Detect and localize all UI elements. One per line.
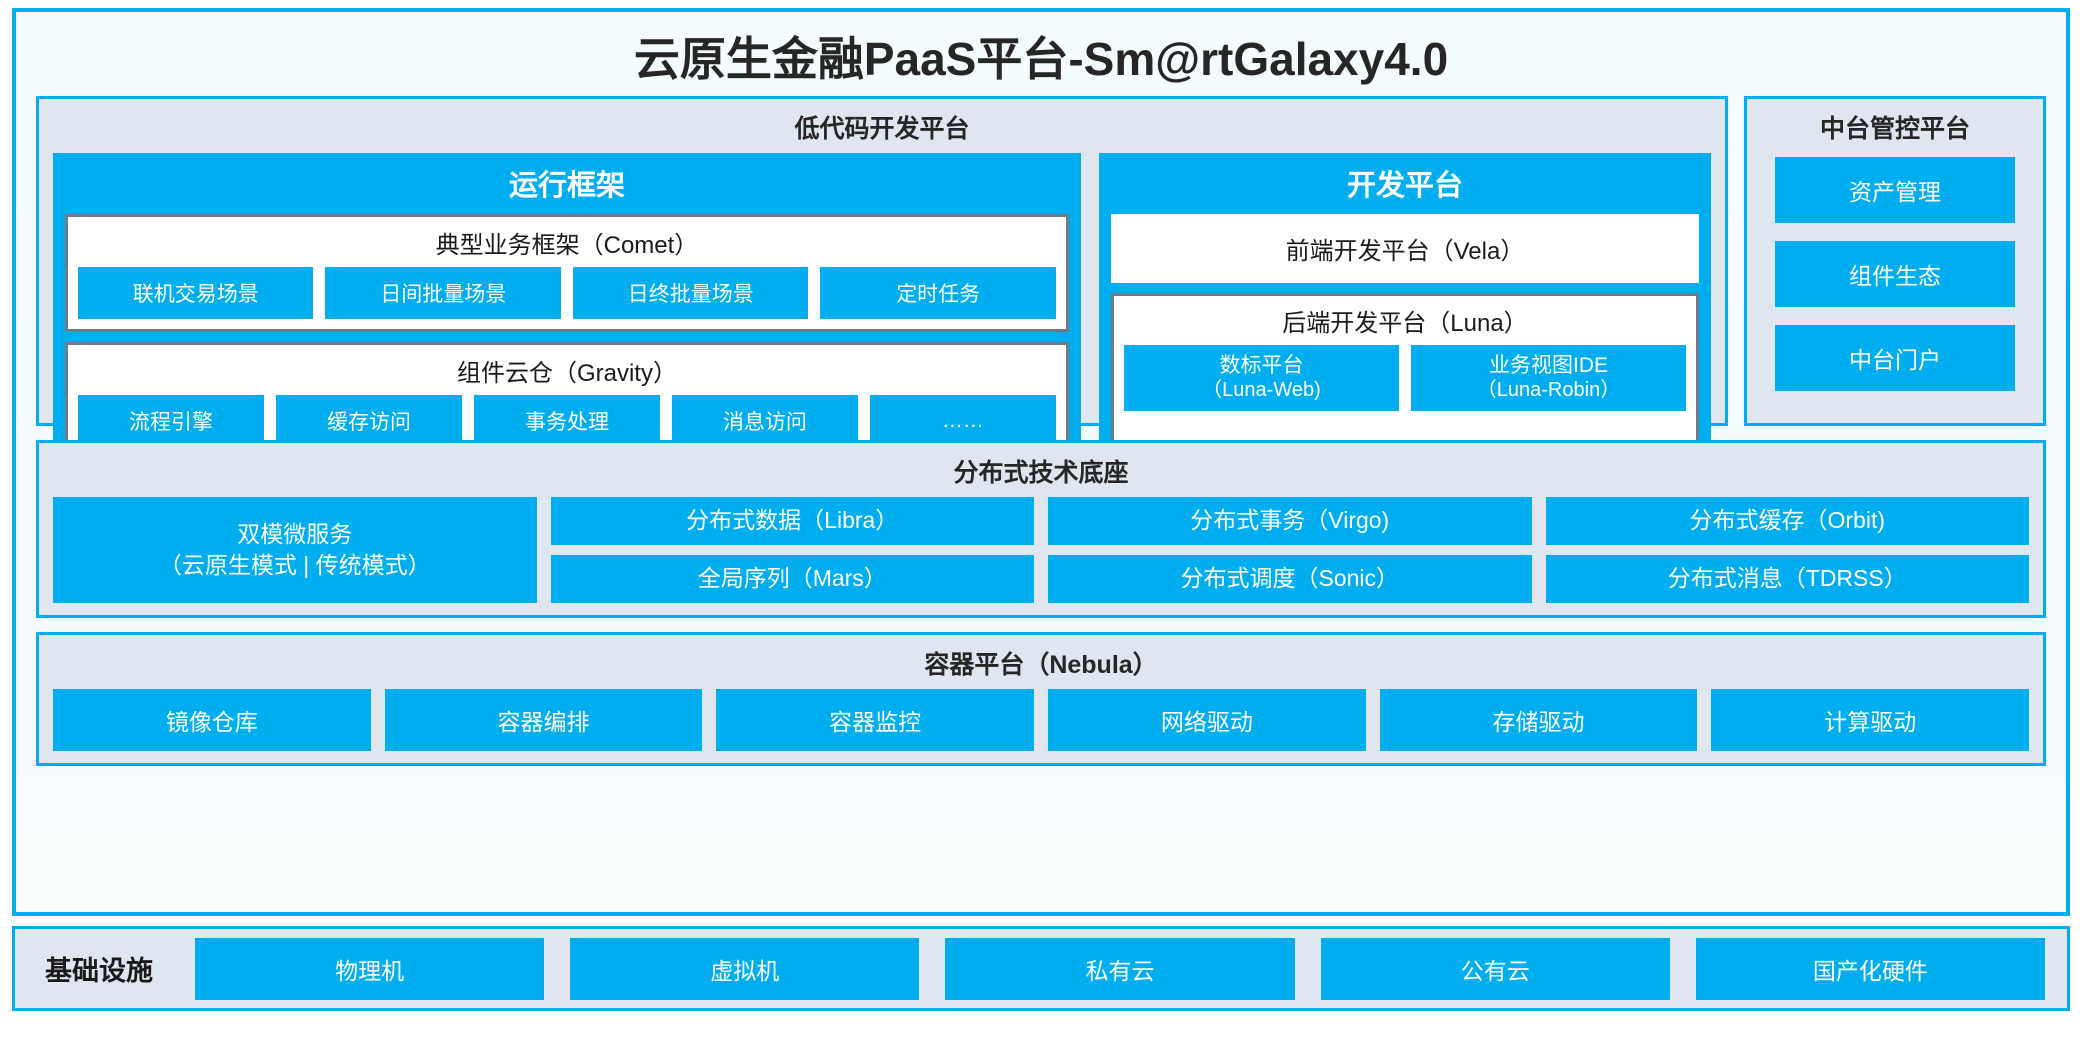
luna-item-luna-robin[interactable]: 业务视图IDE （Luna-Robin） <box>1410 345 1687 412</box>
gravity-item-transaction-processing[interactable]: 事务处理 <box>473 395 660 447</box>
gravity-group: 组件云仓（Gravity） 流程引擎 缓存访问 事务处理 消息访问 …… <box>65 342 1069 460</box>
container-item-storage-driver[interactable]: 存储驱动 <box>1379 689 1698 751</box>
low-code-platform-title: 低代码开发平台 <box>794 115 970 143</box>
infrastructure-item-virtual-machine[interactable]: 虚拟机 <box>570 937 920 1000</box>
luna-item-luna-web[interactable]: 数标平台 （Luna-Web) <box>1123 345 1399 412</box>
comet-item-intraday-batch[interactable]: 日间批量场景 <box>325 267 561 319</box>
container-item-compute-driver[interactable]: 计算驱动 <box>1711 689 2030 751</box>
dual-mode-line2: （云原生模式 | 传统模式） <box>158 552 431 578</box>
luna-web-name: 数标平台 <box>1219 354 1304 377</box>
infrastructure-item-domestic-hardware[interactable]: 国产化硬件 <box>1695 937 2046 1000</box>
platform-main-frame: 云原生金融PaaS平台-Sm@rtGalaxy4.0 低代码开发平台 运行框架 … <box>12 8 2070 916</box>
mid-control-platform-title: 中台管控平台 <box>1819 115 1970 143</box>
dist-item-sonic[interactable]: 分布式调度（Sonic） <box>1048 555 1532 603</box>
dual-mode-line1: 双模微服务 <box>237 520 353 547</box>
dist-column-transaction: 分布式事务（Virgo) 分布式调度（Sonic） <box>1048 497 1532 603</box>
comet-group-title: 典型业务框架（Comet） <box>435 232 699 259</box>
mid-control-item-component-ecosystem[interactable]: 组件生态 <box>1775 241 2015 307</box>
infrastructure-item-private-cloud[interactable]: 私有云 <box>945 937 1295 1000</box>
frontend-dev-platform-vela[interactable]: 前端开发平台（Vela） <box>1110 214 1699 283</box>
runtime-framework-title: 运行框架 <box>508 170 625 202</box>
gravity-chip-row: 流程引擎 缓存访问 事务处理 消息访问 …… <box>78 395 1056 447</box>
infrastructure-item-public-cloud[interactable]: 公有云 <box>1320 937 1670 1000</box>
backend-dev-platform-title: 后端开发平台（Luna） <box>1282 310 1528 337</box>
dist-column-microservice: 双模微服务 （云原生模式 | 传统模式） <box>53 497 537 603</box>
gravity-item-cache-access[interactable]: 缓存访问 <box>275 395 462 447</box>
infrastructure-label: 基础设施 <box>45 956 153 986</box>
gravity-item-process-engine[interactable]: 流程引擎 <box>78 395 264 447</box>
dist-item-dual-mode-microservice[interactable]: 双模微服务 （云原生模式 | 传统模式） <box>53 497 537 603</box>
container-platform-title: 容器平台（Nebula） <box>924 651 1158 679</box>
top-row: 低代码开发平台 运行框架 典型业务框架（Comet） 联机交易场景 日间批量场景… <box>36 96 2046 472</box>
gravity-item-message-access[interactable]: 消息访问 <box>671 395 858 447</box>
comet-group: 典型业务框架（Comet） 联机交易场景 日间批量场景 日终批量场景 定时任务 <box>65 214 1069 332</box>
backend-dev-platform-luna-group: 后端开发平台（Luna） 数标平台 （Luna-Web) 业务视图IDE （Lu… <box>1110 293 1699 460</box>
comet-item-scheduled-task[interactable]: 定时任务 <box>820 267 1056 319</box>
luna-robin-code: （Luna-Robin） <box>1476 378 1621 401</box>
distributed-base-body: 双模微服务 （云原生模式 | 传统模式） 分布式数据（Libra） 全局序列（M… <box>39 497 2043 615</box>
comet-item-online-transaction[interactable]: 联机交易场景 <box>78 267 314 319</box>
container-item-orchestration[interactable]: 容器编排 <box>384 689 703 751</box>
runtime-framework-card: 运行框架 典型业务框架（Comet） 联机交易场景 日间批量场景 日终批量场景 … <box>53 153 1081 472</box>
container-item-monitoring[interactable]: 容器监控 <box>716 689 1035 751</box>
dev-platform-title: 开发平台 <box>1346 170 1463 202</box>
luna-robin-name: 业务视图IDE <box>1488 354 1608 377</box>
mid-control-platform-body: 资产管理 组件生态 中台门户 <box>1747 153 2043 423</box>
luna-web-code: （Luna-Web) <box>1202 378 1321 401</box>
distributed-base-title: 分布式技术底座 <box>953 459 1129 487</box>
container-item-image-registry[interactable]: 镜像仓库 <box>53 689 371 751</box>
infrastructure-panel: 基础设施 物理机 虚拟机 私有云 公有云 国产化硬件 <box>12 926 2070 1011</box>
dist-item-tdrss[interactable]: 分布式消息（TDRSS） <box>1545 555 2029 603</box>
container-platform-panel: 容器平台（Nebula） 镜像仓库 容器编排 容器监控 网络驱动 存储驱动 计算… <box>36 632 2046 766</box>
container-item-network-driver[interactable]: 网络驱动 <box>1048 689 1366 751</box>
dev-platform-card: 开发平台 前端开发平台（Vela） 后端开发平台（Luna） 数标平台 （Lun… <box>1098 153 1711 472</box>
luna-chip-row: 数标平台 （Luna-Web) 业务视图IDE （Luna-Robin） <box>1123 345 1687 412</box>
distributed-base-panel: 分布式技术底座 双模微服务 （云原生模式 | 传统模式） 分布式数据（Libra… <box>36 440 2046 618</box>
mid-control-item-portal[interactable]: 中台门户 <box>1775 325 2015 391</box>
comet-item-eod-batch[interactable]: 日终批量场景 <box>572 267 809 319</box>
comet-chip-row: 联机交易场景 日间批量场景 日终批量场景 定时任务 <box>78 267 1056 319</box>
dist-item-libra[interactable]: 分布式数据（Libra） <box>550 497 1034 545</box>
dist-column-cache: 分布式缓存（Orbit) 分布式消息（TDRSS） <box>1545 497 2029 603</box>
dist-item-orbit[interactable]: 分布式缓存（Orbit) <box>1545 497 2029 545</box>
infrastructure-item-physical-machine[interactable]: 物理机 <box>195 937 545 1000</box>
low-code-platform-panel: 低代码开发平台 运行框架 典型业务框架（Comet） 联机交易场景 日间批量场景… <box>36 96 1728 472</box>
gravity-item-more[interactable]: …… <box>869 395 1056 447</box>
container-platform-body: 镜像仓库 容器编排 容器监控 网络驱动 存储驱动 计算驱动 <box>39 689 2043 763</box>
gravity-group-title: 组件云仓（Gravity） <box>456 360 677 387</box>
dist-column-data: 分布式数据（Libra） 全局序列（Mars） <box>550 497 1034 603</box>
mid-control-item-asset-management[interactable]: 资产管理 <box>1775 157 2015 223</box>
low-code-platform-body: 运行框架 典型业务框架（Comet） 联机交易场景 日间批量场景 日终批量场景 … <box>39 153 1725 484</box>
page-title: 云原生金融PaaS平台-Sm@rtGalaxy4.0 <box>633 33 1449 85</box>
mid-control-platform-panel: 中台管控平台 资产管理 组件生态 中台门户 <box>1744 96 2046 426</box>
dist-item-mars[interactable]: 全局序列（Mars） <box>550 555 1034 603</box>
dist-item-virgo[interactable]: 分布式事务（Virgo) <box>1048 497 1532 545</box>
